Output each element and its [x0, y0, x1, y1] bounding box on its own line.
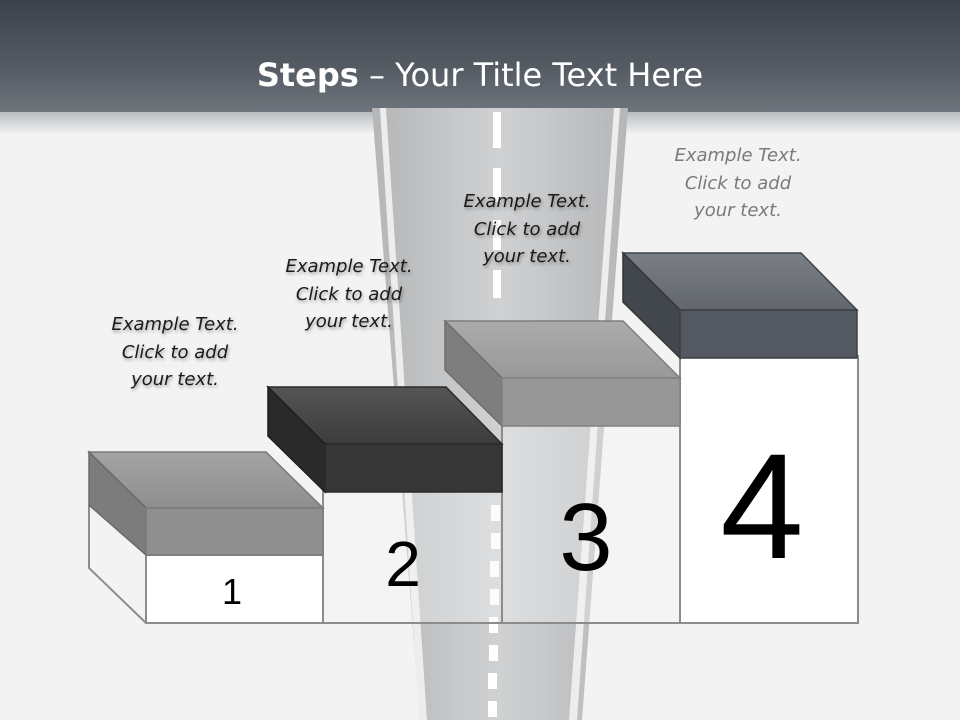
- step-label-2[interactable]: Example Text. Click to add your text.: [249, 253, 449, 336]
- road-center-dashes: [488, 112, 501, 717]
- step-label-4[interactable]: Example Text. Click to add your text.: [638, 142, 838, 225]
- step-label-line: Click to add: [121, 341, 229, 363]
- step-label-3[interactable]: Example Text. Click to add your text.: [427, 188, 627, 271]
- step-label-line: your text.: [694, 200, 782, 221]
- step-label-line: Example Text.: [285, 256, 413, 277]
- steps-base-outline: [88, 355, 859, 624]
- step-number-3: 3: [559, 484, 612, 591]
- step-label-line: Example Text.: [111, 314, 239, 335]
- step-label-line: Example Text.: [674, 145, 802, 166]
- slide-title[interactable]: Steps – Your Title Text Here: [0, 55, 960, 95]
- step-number-2: 2: [385, 528, 421, 600]
- step-block-4[interactable]: [621, 251, 859, 360]
- step-label-line: your text.: [483, 246, 571, 267]
- step-number-1: 1: [222, 571, 242, 612]
- step-number-4: 4: [720, 422, 803, 590]
- step-label-line: Example Text.: [463, 191, 591, 212]
- step-block-2[interactable]: [266, 385, 504, 494]
- header-bar: [0, 0, 960, 112]
- step-label-line: your text.: [131, 369, 219, 390]
- step-label-1[interactable]: Example Text. Click to add your text.: [75, 311, 275, 394]
- title-rest: – Your Title Text Here: [358, 56, 704, 94]
- step-block-1[interactable]: [87, 450, 325, 557]
- step-label-line: Click to add: [473, 218, 581, 240]
- step-label-line: Click to add: [295, 283, 403, 305]
- title-bold: Steps: [256, 56, 359, 94]
- step-label-line: Click to add: [684, 172, 792, 194]
- step-label-line: your text.: [305, 311, 393, 332]
- step-block-3[interactable]: [443, 319, 682, 428]
